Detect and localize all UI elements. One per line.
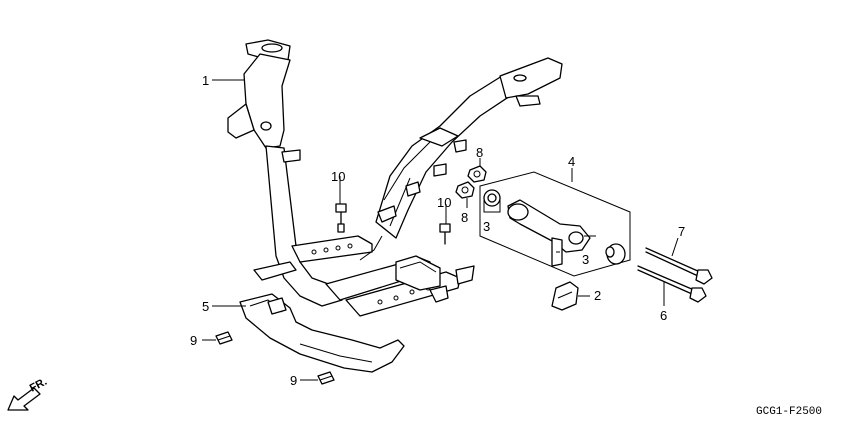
clip-upper <box>215 331 233 345</box>
callout-10-left: 10 <box>331 169 345 184</box>
clip-lower <box>317 371 335 385</box>
engine-hanger-link <box>507 199 596 267</box>
nut-upper <box>467 165 487 183</box>
callout-9-lower: 9 <box>290 373 297 388</box>
bolt-7 <box>645 247 713 285</box>
callout-2: 2 <box>594 288 601 303</box>
bushing-right <box>605 243 626 265</box>
callout-7: 7 <box>678 224 685 239</box>
callout-10-right: 10 <box>437 195 451 210</box>
callout-1: 1 <box>202 73 209 88</box>
callout-5: 5 <box>202 299 209 314</box>
nut-lower <box>455 181 475 199</box>
floor-panel <box>239 293 405 373</box>
front-direction-arrow-icon: FR. <box>7 376 49 411</box>
callout-6: 6 <box>660 308 667 323</box>
leader-lines <box>202 79 679 381</box>
callout-3-right: 3 <box>582 252 589 267</box>
drawing-code: GCG1-F2500 <box>756 406 822 418</box>
callout-9-upper: 9 <box>190 333 197 348</box>
bushing-left <box>483 189 501 213</box>
front-label: FR. <box>28 376 49 395</box>
callout-3-left: 3 <box>483 219 490 234</box>
callout-4: 4 <box>568 154 575 169</box>
bolt-left <box>335 203 347 233</box>
frame-body <box>227 39 563 317</box>
bolt-right <box>439 223 451 245</box>
callout-8-upper: 8 <box>476 145 483 160</box>
hanger-assembly-box <box>479 171 631 277</box>
bolt-6 <box>637 265 707 303</box>
callout-8-lower: 8 <box>461 210 468 225</box>
stopper-rubber <box>551 281 579 311</box>
